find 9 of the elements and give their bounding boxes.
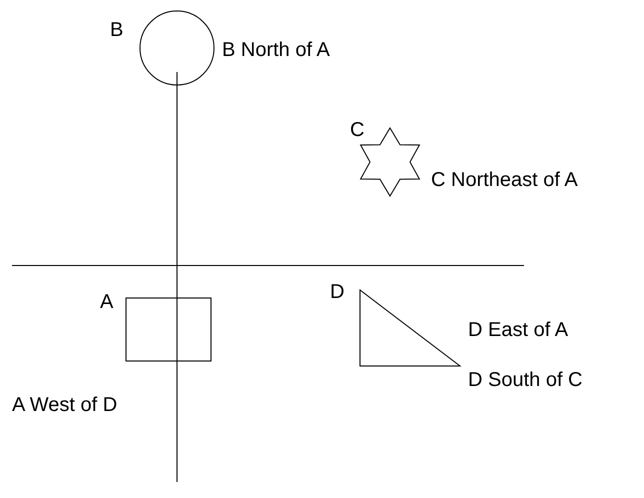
position-caption: B North of A: [222, 40, 330, 60]
position-caption: A West of D: [12, 395, 118, 415]
shape-label: A: [100, 292, 114, 312]
shape-label: D: [330, 282, 344, 302]
position-caption: D East of A: [468, 320, 568, 340]
shape-label: B: [110, 20, 124, 40]
position-caption: D South of C: [468, 370, 583, 390]
shape-label: C: [350, 120, 364, 140]
position-caption: C Northeast of A: [431, 170, 578, 190]
